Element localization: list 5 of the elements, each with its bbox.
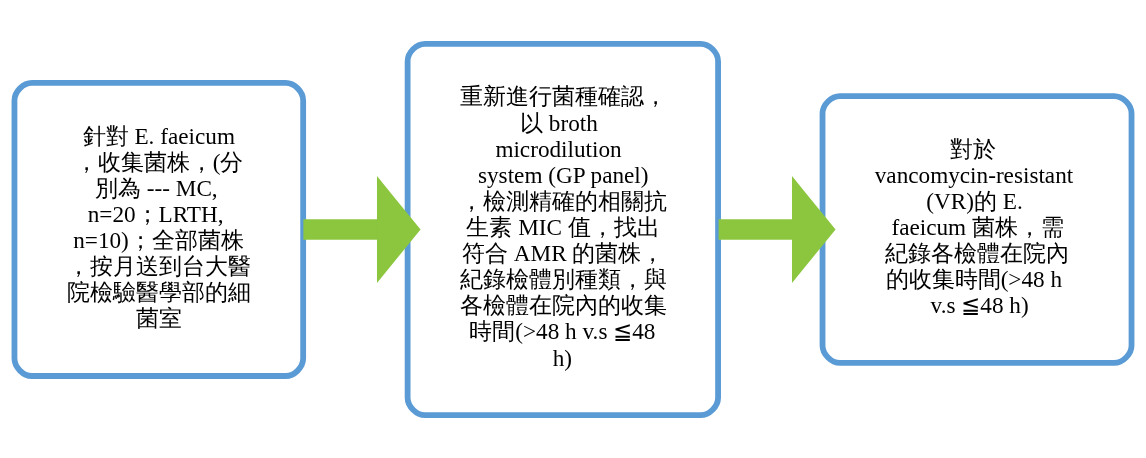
node-box: 針對 E. faeicum，收集菌株，(分別為 --- MC, n=20；LRTH, n=10)；全部菌株，按月送到台大醫院檢驗醫學部的細菌室	[11, 79, 307, 379]
arrow	[303, 175, 421, 283]
node-box: 重新進行菌種確認，以 broth microdilution system (GP panel)，檢測精確的相關抗生素 MIC 值，找出符合 AMR 的菌株，紀錄檢體別種類，與各檢體在院內的收集時間(>48 h v.s ≦48 h)	[404, 40, 721, 418]
node-box: 對於 vancomycin-resistant (VR)的 E. faeicum 菌株，需紀錄各檢體在院內的收集時間(>48 h v.s ≦48 h)	[819, 92, 1135, 366]
arrow	[718, 175, 836, 283]
